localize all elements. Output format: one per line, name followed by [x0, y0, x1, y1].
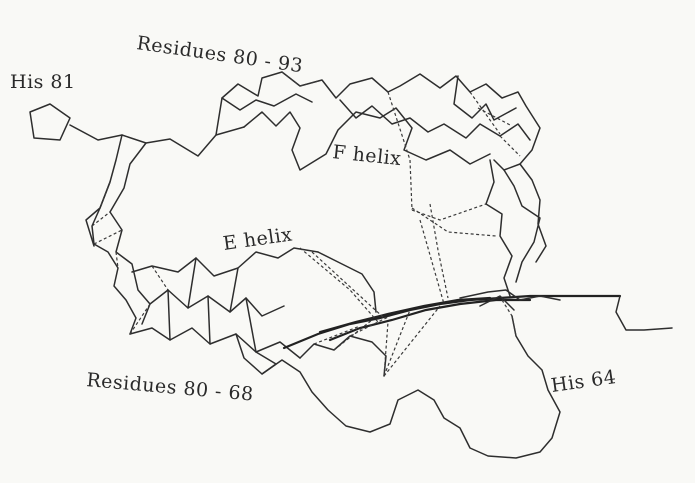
e-helix-backbone [129, 247, 319, 359]
heme-group [282, 289, 673, 350]
lower-loop-backbone [235, 251, 561, 459]
label-his64: His 64 [550, 366, 618, 397]
left-backbone-chain [85, 134, 151, 335]
label-residues-80-93: Residues 80 - 93 [135, 32, 304, 77]
label-residues-80-68: Residues 80 - 68 [86, 369, 255, 406]
label-his81: His 81 [10, 71, 76, 93]
f-helix-backbone [215, 71, 547, 297]
label-f-helix: F helix [331, 141, 402, 170]
his81-side-chain [29, 103, 245, 157]
contact-lines [91, 71, 521, 377]
label-e-helix: E helix [222, 223, 294, 254]
